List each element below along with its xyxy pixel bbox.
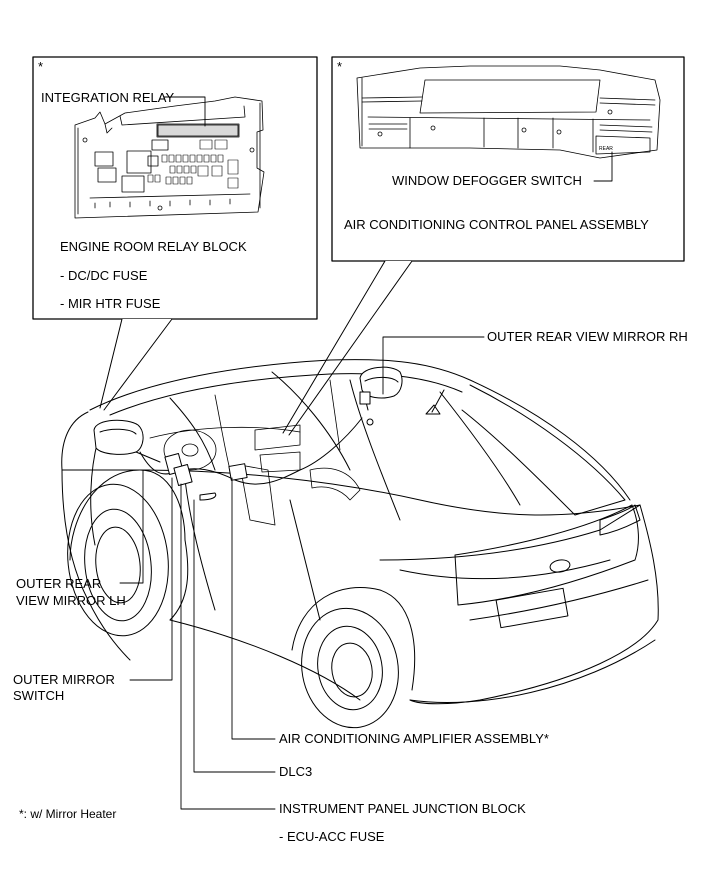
wiring-harness <box>139 391 374 487</box>
callout-leaders <box>119 336 485 810</box>
ecu-acc-fuse-label: - ECU-ACC FUSE <box>279 829 385 844</box>
integration-relay-leader <box>163 96 206 127</box>
leader-ipjb <box>180 483 276 810</box>
outer-mirror-rh-label: OUTER REAR VIEW MIRROR RH <box>487 329 688 344</box>
right-inset-pointer <box>283 261 412 435</box>
ac-amplifier-label: AIR CONDITIONING AMPLIFIER ASSEMBLY* <box>279 731 549 746</box>
rear-defogger-button-text: REAR <box>599 146 613 152</box>
leader-mirror-lh <box>119 469 144 584</box>
left-inset-marker: * <box>38 59 44 74</box>
ac-control-panel-drawing <box>356 65 661 159</box>
outer-mirror-lh-label-line1: OUTER REAR <box>16 576 102 591</box>
dc-dc-fuse-label: - DC/DC FUSE <box>60 268 148 283</box>
engine-room-relay-block-drawing <box>74 96 265 219</box>
ac-control-panel-title: AIR CONDITIONING CONTROL PANEL ASSEMBLY <box>344 217 649 232</box>
outer-mirror-switch-label-line1: OUTER MIRROR <box>13 672 115 687</box>
leader-mirror-rh <box>382 336 485 395</box>
right-inset-marker: * <box>337 59 343 74</box>
leader-dlc3 <box>193 499 276 773</box>
car-interior <box>149 379 361 526</box>
outer-mirror-lh-label-line2: VIEW MIRROR LH <box>16 593 126 608</box>
mirror-heater-footnote: *: w/ Mirror Heater <box>19 807 117 821</box>
ac-control-panel-inset-box <box>331 56 685 262</box>
window-defogger-switch-label: WINDOW DEFOGGER SWITCH <box>392 173 582 188</box>
outer-mirror-switch-label-line2: SWITCH <box>13 688 65 703</box>
instrument-panel-junction-block-label: INSTRUMENT PANEL JUNCTION BLOCK <box>279 801 526 816</box>
engine-room-relay-block-title: ENGINE ROOM RELAY BLOCK <box>60 239 247 254</box>
dlc3-label: DLC3 <box>279 764 313 779</box>
outer-mirror-lh-drawing <box>93 419 161 463</box>
car-body <box>61 359 659 729</box>
leader-ac-amplifier <box>231 477 276 740</box>
integration-relay-label: INTEGRATION RELAY <box>41 90 175 105</box>
left-inset-pointer <box>100 319 172 410</box>
leader-mirror-switch <box>129 477 173 681</box>
engine-room-relay-inset-box <box>32 56 318 320</box>
mir-htr-fuse-label: - MIR HTR FUSE <box>60 296 161 311</box>
defogger-switch-leader <box>593 151 613 182</box>
